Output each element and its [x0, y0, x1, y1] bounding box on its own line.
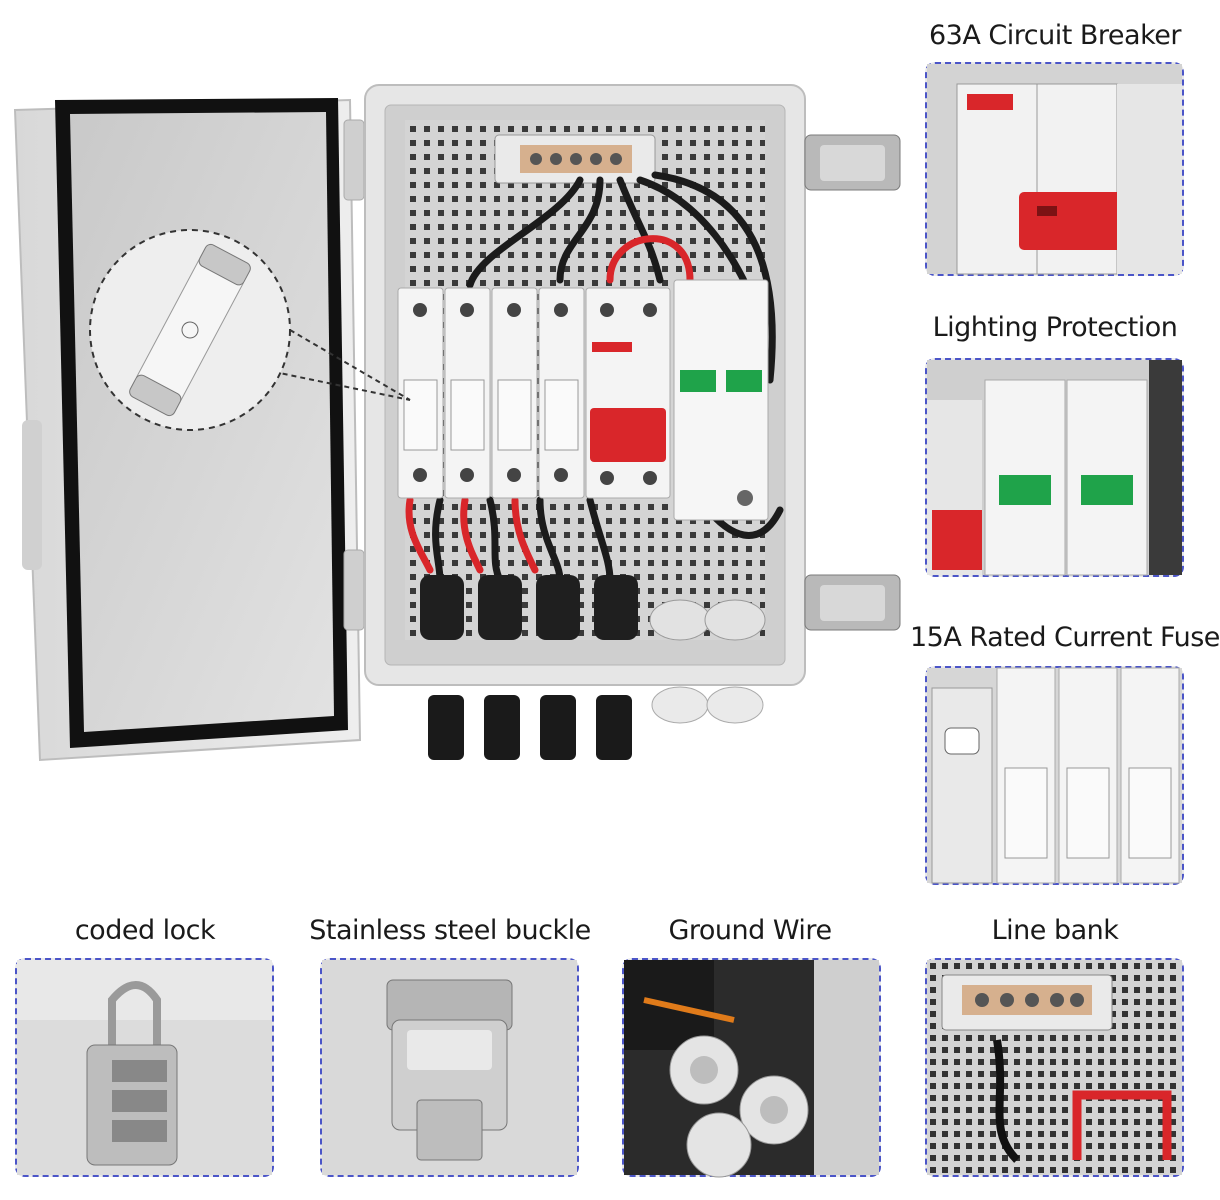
panel-lighting-protection — [925, 358, 1184, 577]
panel-coded-lock — [15, 958, 274, 1177]
terminal-block — [494, 134, 656, 184]
fuse-holders — [397, 287, 585, 499]
label-line-bank: Line bank — [991, 915, 1119, 946]
main-product-photo — [0, 80, 910, 840]
panel-circuit-breaker — [925, 62, 1184, 276]
surge-protection-device — [673, 279, 769, 521]
panel-line-bank — [925, 958, 1184, 1177]
enclosure-body — [364, 84, 806, 686]
latch-bottom — [804, 574, 901, 631]
cable-glands — [420, 575, 766, 641]
panel-ground-wire — [622, 958, 881, 1178]
label-fuse: 15A Rated Current Fuse — [910, 622, 1220, 653]
label-circuit-breaker: 63A Circuit Breaker — [929, 20, 1181, 51]
label-ground-wire: Ground Wire — [668, 915, 832, 946]
panel-buckle — [320, 958, 579, 1177]
label-lighting-protection: Lighting Protection — [932, 312, 1178, 343]
circuit-breaker — [585, 287, 671, 499]
fuse-callout — [89, 229, 411, 431]
panel-fuse — [925, 666, 1184, 885]
label-coded-lock: coded lock — [74, 915, 216, 946]
label-buckle: Stainless steel buckle — [309, 915, 591, 946]
latch-top — [804, 134, 901, 191]
